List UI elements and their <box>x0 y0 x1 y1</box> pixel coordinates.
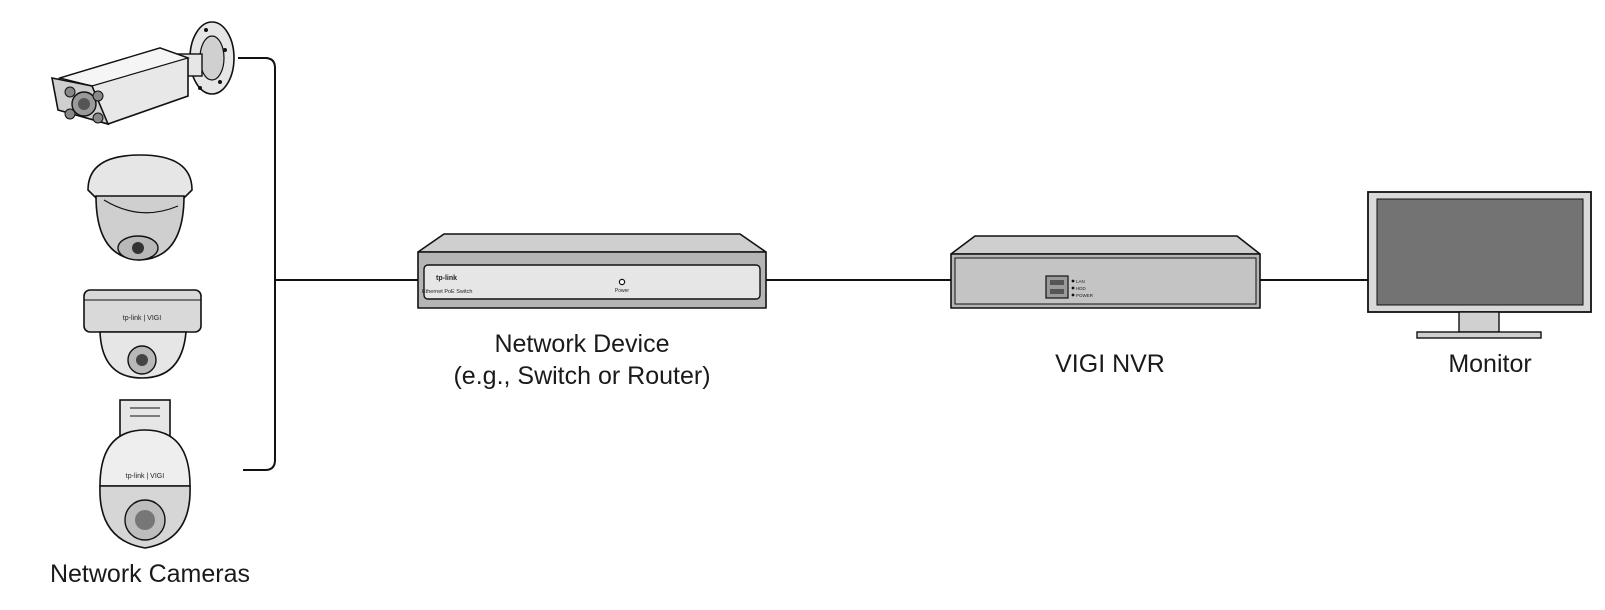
nvr-port-label-lan: LAN <box>1076 279 1085 284</box>
network-switch-icon: tp-link Ethernet PoE Switch Power <box>417 233 767 309</box>
nvr-port-label-power: POWER <box>1076 293 1094 298</box>
monitor-label: Monitor <box>1448 350 1531 378</box>
network-cameras: tp-link | VIGI tp-link | VIGI Network Ca… <box>50 21 250 588</box>
camera-bracket-line <box>238 57 276 471</box>
ptz-camera-icon: tp-link | VIGI <box>99 399 191 549</box>
connection-lines <box>238 57 1368 471</box>
switch-model-text: Ethernet PoE Switch <box>422 289 472 295</box>
network-device-label: Network Device <box>494 330 669 358</box>
turret-camera-icon <box>87 154 193 261</box>
power-led-icon <box>618 278 626 286</box>
ptz-camera-brand: tp-link | VIGI <box>126 473 164 480</box>
switch-led-label: Power <box>615 288 630 294</box>
vigi-nvr-label: VIGI NVR <box>1055 350 1165 378</box>
network-device-sublabel: (e.g., Switch or Router) <box>453 362 710 390</box>
dome-camera-brand: tp-link | VIGI <box>123 315 161 322</box>
usb-port-icon <box>1045 275 1069 299</box>
network-cameras-label: Network Cameras <box>50 560 250 588</box>
dome-camera-icon: tp-link | VIGI <box>83 289 202 379</box>
nvr-icon: LAN HDD POWER <box>950 235 1261 309</box>
bullet-camera-icon <box>50 21 235 126</box>
monitor-icon <box>1367 191 1592 339</box>
nvr-port-label-hdd: HDD <box>1076 286 1086 291</box>
switch-brand: tp-link <box>436 275 457 282</box>
